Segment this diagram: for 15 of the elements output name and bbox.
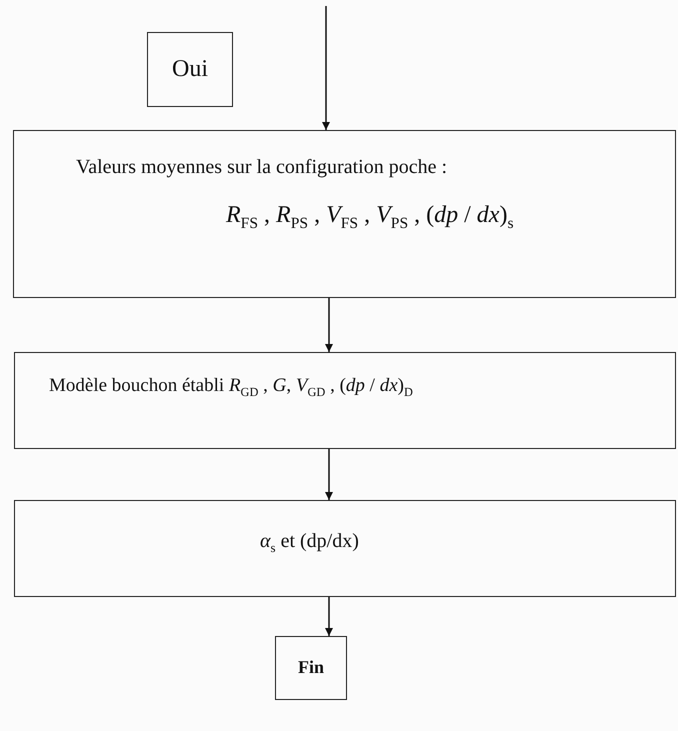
process-box [147,32,233,107]
process-box [13,130,676,298]
arrow [325,298,333,352]
process-box [14,352,676,449]
arrow [322,6,330,130]
box-label: Oui [172,55,208,84]
box-label: Modèle bouchon établi R$_{GD}$ , G, V$_{GD}$ , (dp / dx)$_{D}$ [49,375,413,400]
box-label: Valeurs moyennes sur la configuration poche : [76,155,448,179]
arrow [325,597,333,636]
process-box [14,500,676,597]
process-box [275,636,347,700]
box-label: Fin [298,657,324,679]
arrow [325,449,333,500]
box-label: α$_{s}$ et (dp/dx) [260,529,359,556]
formula-text: R$_{FS}$ , R$_{PS}$ , V$_{FS}$ , V$_{PS}$ , (dp / dx)$_{s}$ [226,201,514,234]
